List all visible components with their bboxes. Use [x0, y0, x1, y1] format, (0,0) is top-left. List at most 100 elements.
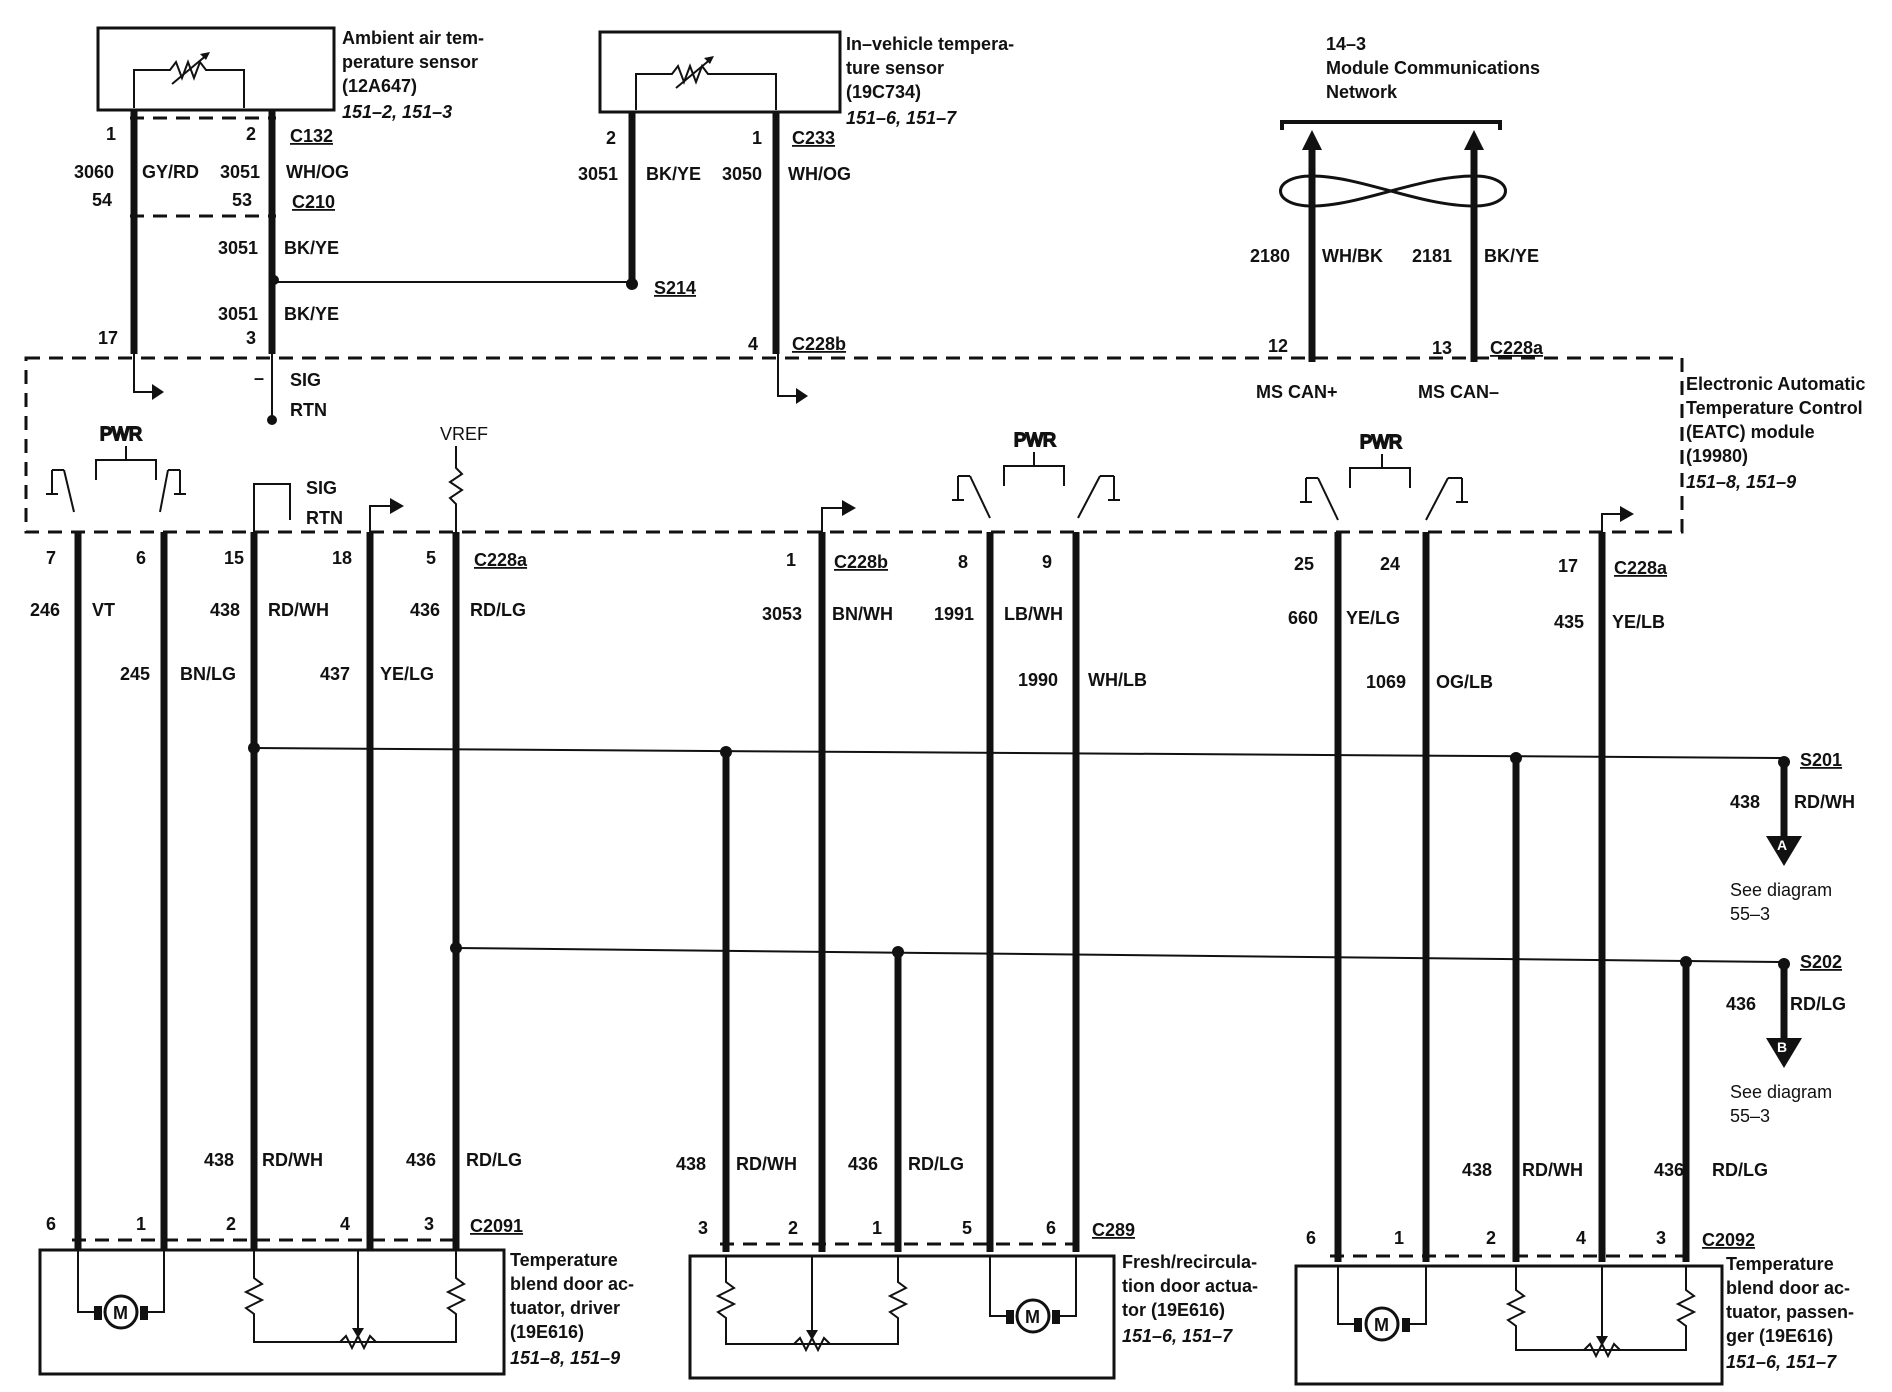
- offpage-a-see-2: 55–3: [1730, 904, 1770, 924]
- ambient-sensor-name-2: perature sensor: [342, 52, 478, 72]
- wire-3051b-color: BK/YE: [284, 238, 339, 258]
- eatc-name-3: (EATC) module: [1686, 422, 1815, 442]
- connector-c233: C233: [792, 128, 835, 148]
- wire-438a-color: RD/WH: [268, 600, 329, 620]
- pwr-label-2: PWR: [1014, 430, 1056, 450]
- connector-c228a-net: C228a: [1490, 338, 1544, 358]
- pin-frs-1: 1: [872, 1218, 882, 1238]
- pin-24: 24: [1380, 554, 1400, 574]
- wire-3060-num: 3060: [74, 162, 114, 182]
- pin-25: 25: [1294, 554, 1314, 574]
- wire-438p-color: RD/WH: [1522, 1160, 1583, 1180]
- wire-437-num: 437: [320, 664, 350, 684]
- wire-436d-num: 436: [406, 1150, 436, 1170]
- wire-3051c-color: BK/YE: [284, 304, 339, 324]
- pin-c210-54: 54: [92, 190, 112, 210]
- motor-symbol-driver: M: [113, 1303, 128, 1323]
- ambient-sensor-ref: 151–2, 151–3: [342, 102, 452, 122]
- wire-1990-color: WH/LB: [1088, 670, 1147, 690]
- wire-438s-num: 438: [1730, 792, 1760, 812]
- driver-name-3: tuator, driver: [510, 1298, 620, 1318]
- pin-drv-4: 4: [340, 1214, 350, 1234]
- passenger-name-3: tuator, passen-: [1726, 1302, 1854, 1322]
- sig-label: SIG: [306, 478, 337, 498]
- pin-inv-1: 1: [752, 128, 762, 148]
- wire-3051b-num: 3051: [218, 238, 258, 258]
- wire-2180-num: 2180: [1250, 246, 1290, 266]
- pin-3-top: 3: [246, 328, 256, 348]
- pin-7: 7: [46, 548, 56, 568]
- wire-1069-num: 1069: [1366, 672, 1406, 692]
- pwr-switch-mid: PWR: [952, 429, 1120, 519]
- wire-2181-num: 2181: [1412, 246, 1452, 266]
- eatc-name-1: Electronic Automatic: [1686, 374, 1865, 394]
- pwr-switch-right: PWR: [1300, 431, 1468, 521]
- pin-frs-3: 3: [698, 1218, 708, 1238]
- passenger-name-4: ger (19E616): [1726, 1326, 1833, 1346]
- wire-436f-color: RD/LG: [908, 1154, 964, 1174]
- invehicle-sensor-name-3: (19C734): [846, 82, 921, 102]
- wire-1991-color: LB/WH: [1004, 604, 1063, 624]
- splice-s201: S201: [1800, 750, 1842, 770]
- passenger-name-1: Temperature: [1726, 1254, 1834, 1274]
- network-name-1: 14–3: [1326, 34, 1366, 54]
- wire-438s-color: RD/WH: [1794, 792, 1855, 812]
- eatc-name-2: Temperature Control: [1686, 398, 1863, 418]
- wire-438d-num: 438: [204, 1150, 234, 1170]
- passenger-ref: 151–6, 151–7: [1726, 1352, 1837, 1372]
- pin-frs-5: 5: [962, 1218, 972, 1238]
- driver-name-2: blend door ac-: [510, 1274, 634, 1294]
- fresh-name-2: tion door actua-: [1122, 1276, 1258, 1296]
- pin-17b: 17: [1558, 556, 1578, 576]
- wire-660-color: YE/LG: [1346, 608, 1400, 628]
- pin-17-top: 17: [98, 328, 118, 348]
- network-name-3: Network: [1326, 82, 1398, 102]
- pin-12: 12: [1268, 336, 1288, 356]
- pin-psg-1: 1: [1394, 1228, 1404, 1248]
- pin-c210-53: 53: [232, 190, 252, 210]
- driver-actuator: 6 1 2 4 3 C2091 M Temperature blend door…: [38, 1214, 634, 1376]
- connector-c2092: C2092: [1702, 1230, 1755, 1250]
- wire-436p-num: 436: [1654, 1160, 1684, 1180]
- wire-2180-color: WH/BK: [1322, 246, 1383, 266]
- wire-438a-num: 438: [210, 600, 240, 620]
- wire-436p-color: RD/LG: [1712, 1160, 1768, 1180]
- wire-436a-color: RD/LG: [470, 600, 526, 620]
- pin-drv-1: 1: [136, 1214, 146, 1234]
- passenger-name-2: blend door ac-: [1726, 1278, 1850, 1298]
- wire-660-num: 660: [1288, 608, 1318, 628]
- pin-psg-2: 2: [1486, 1228, 1496, 1248]
- pin-frs-2: 2: [788, 1218, 798, 1238]
- wire-435-color: YE/LB: [1612, 612, 1665, 632]
- eatc-ref: 151–8, 151–9: [1686, 472, 1796, 492]
- pin-1b: 1: [786, 550, 796, 570]
- rtn-label: RTN: [306, 508, 343, 528]
- motor-symbol-passenger: M: [1374, 1315, 1389, 1335]
- network: 14–3 Module Communications Network 2180 …: [1250, 34, 1544, 402]
- pin-c228b-4: 4: [748, 334, 758, 354]
- fresh-name-1: Fresh/recircula-: [1122, 1252, 1257, 1272]
- driver-name-1: Temperature: [510, 1250, 618, 1270]
- pin-psg-6: 6: [1306, 1228, 1316, 1248]
- fresh-name-3: tor (19E616): [1122, 1300, 1225, 1320]
- pin-drv-3: 3: [424, 1214, 434, 1234]
- wire-435-num: 435: [1554, 612, 1584, 632]
- ms-can-minus: MS CAN–: [1418, 382, 1499, 402]
- wire-437-color: YE/LG: [380, 664, 434, 684]
- wire-246-num: 246: [30, 600, 60, 620]
- wire-3050-color: WH/OG: [788, 164, 851, 184]
- wire-246-color: VT: [92, 600, 115, 620]
- wire-3051c-num: 3051: [218, 304, 258, 324]
- wire-436a-num: 436: [410, 600, 440, 620]
- pin-frs-6: 6: [1046, 1218, 1056, 1238]
- offpage-b-letter: B: [1777, 1039, 1787, 1055]
- offpage-b-see-2: 55–3: [1730, 1106, 1770, 1126]
- motor-symbol-fresh: M: [1025, 1307, 1040, 1327]
- fresh-ref: 151–6, 151–7: [1122, 1326, 1233, 1346]
- offpage-a-letter: A: [1777, 837, 1787, 853]
- connector-c2091: C2091: [470, 1216, 523, 1236]
- passenger-actuator: 6 1 2 4 3 C2092 M Temperature blend door…: [1294, 1228, 1854, 1386]
- pin-amb-2: 2: [246, 124, 256, 144]
- ambient-sensor-name-1: Ambient air tem-: [342, 28, 484, 48]
